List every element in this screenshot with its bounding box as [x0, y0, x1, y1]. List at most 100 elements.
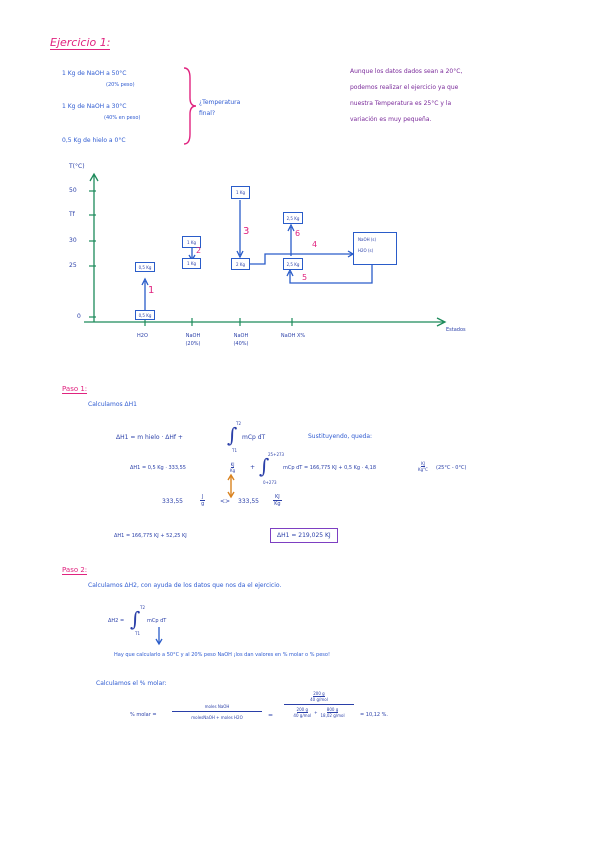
- step-label-6: 6: [295, 229, 301, 238]
- paso-2-eq1-integrand: mCp dT: [147, 618, 167, 624]
- molar-left: % molar =: [130, 712, 157, 718]
- paso-1-eq1-left: ΔH1 = m hielo · ΔHf +: [116, 434, 183, 441]
- frac-num-top: 200 g: [313, 691, 325, 697]
- curly-brace-icon: [183, 67, 197, 145]
- y-tick-50: 50: [69, 187, 77, 194]
- paso-1-eq2-integrand: mCp dT = 166,775 KJ + 0,5 Kg · 4,18: [283, 465, 377, 471]
- data-item-3: 0,5 Kg de hielo a 0°C: [62, 137, 126, 144]
- conv-left-value: 333,55: [162, 498, 183, 505]
- brace-note: ¿Temperatura final?: [199, 99, 241, 117]
- note-line-1: Aunque los datos dados sean a 20°C,: [350, 68, 463, 75]
- process-diagram: [84, 172, 447, 327]
- unit-den: Kg: [230, 468, 236, 473]
- frac-den-b-top: 800 g: [326, 707, 339, 713]
- frac-plus: +: [314, 710, 318, 715]
- frac-num-bot: 40 g/mol: [310, 697, 328, 702]
- y-tick-25: 25: [69, 262, 77, 269]
- paso-1-substituting: Sustituyendo, queda:: [308, 433, 373, 440]
- molar-den: molesNaOH + moles H2O: [191, 715, 243, 720]
- paso-1-result-box: ΔH1 = 219,025 KJ: [270, 528, 338, 543]
- paso-1-intro: Calculamos ΔH1: [88, 401, 137, 408]
- molar-eq-sign: =: [268, 712, 274, 719]
- integral-sign-icon: ∫: [259, 454, 270, 478]
- paso-2-heading: Paso 2:: [62, 566, 88, 575]
- paso-1-eq2-plus: +: [250, 464, 256, 471]
- conv-right-unit: KJ Kg: [273, 494, 282, 507]
- arrow-step-4: [250, 253, 352, 265]
- unit-num: KJ: [230, 462, 235, 468]
- paso-1-eq1-bottom: T1: [232, 448, 237, 453]
- state-box-mix-tf: 2,5 Kg: [283, 212, 303, 224]
- frac-den-a-top: 200 g: [296, 707, 308, 713]
- exercise-title: Ejercicio 1:: [50, 36, 111, 50]
- paso-2-calc-molar: Calculamos el % molar:: [96, 680, 167, 687]
- note-line-4: variación es muy pequeña.: [350, 116, 432, 123]
- data-item-2: 1 Kg de NaOH a 30°C: [62, 103, 127, 110]
- molar-compound-fraction: 200 g 40 g/mol 200 g 40 g/mol + 800 g 18…: [284, 691, 354, 718]
- y-axis-label: T(°C): [69, 163, 85, 170]
- x-tick-naoh-x: NaOH X%: [280, 333, 306, 339]
- paso-2-eq1-left: ΔH2 =: [108, 618, 125, 624]
- note-line-3: nuestra Temperatura es 25°C y la: [350, 100, 452, 107]
- state-box-water-25c: 0,5 Kg: [135, 262, 155, 272]
- paso-1-eq3: ΔH1 = 166,775 KJ + 52,25 KJ: [114, 533, 187, 539]
- data-item-2-note: (40% en peso): [104, 115, 141, 121]
- conv-left-unit: J g: [200, 494, 206, 507]
- paso-1-eq2-bottom: 0+273: [263, 480, 277, 485]
- unit-num: KJ: [273, 494, 282, 501]
- state-box-naoh40-30c: 1 Kg: [231, 186, 250, 199]
- data-item-1-note: (20% peso): [106, 82, 135, 88]
- data-item-1: 1 Kg de NaOH a 50°C: [62, 70, 127, 77]
- state-box-ice-0c: 0,5 Kg: [135, 310, 155, 320]
- x-tick-naoh-20: NaOH (20%): [185, 333, 201, 347]
- step-label-1: 1: [148, 285, 155, 296]
- integral-sign-icon: ∫: [130, 607, 141, 631]
- molar-num: moles NaOH: [172, 704, 262, 712]
- paso-1-eq2-tail: (25°C - 0°C): [436, 465, 467, 471]
- arrow-down-icon: [155, 627, 163, 646]
- y-tick-0: 0: [77, 313, 81, 320]
- paso-1-eq1-integrand: mCp dT: [242, 434, 266, 441]
- paso-2-eq1-top: T2: [140, 605, 145, 610]
- paso-1-heading: Paso 1:: [62, 385, 88, 394]
- state-box-mix-25c: 2,5 Kg: [283, 258, 303, 270]
- paso-1-eq2-unit: KJ Kg: [230, 462, 235, 473]
- conv-right-value: 333,55: [238, 498, 259, 505]
- state-box-naoh20-25c: 1 Kg: [182, 258, 201, 269]
- frac-den-b-bot: 18,02 g/mol: [320, 713, 345, 718]
- solid-h2o-label: H2O (s): [358, 248, 374, 253]
- paso-2-intro: Calculamos ΔH2, con ayuda de los datos q…: [88, 582, 282, 589]
- state-box-naoh20-50c: 1 Kg: [182, 236, 201, 248]
- paso-1-eq2-left: ΔH1 = 0,5 Kg · 333,55: [130, 465, 186, 471]
- paso-2-eq1-bottom: T1: [135, 631, 140, 636]
- double-arrow-icon: [227, 473, 235, 499]
- unit-den: Kg°C: [418, 467, 428, 472]
- molar-result: = 10,12 %.: [360, 712, 389, 718]
- step-label-3: 3: [243, 226, 250, 237]
- frac-den-a-bot: 40 g/mol: [293, 713, 312, 718]
- x-tick-naoh-40: NaOH (40%): [233, 333, 249, 347]
- integral-sign-icon: ∫: [227, 423, 238, 447]
- unit-den: Kg: [274, 501, 281, 507]
- solid-naoh-label: NaOH (s): [358, 237, 377, 242]
- step-label-4: 4: [312, 240, 318, 249]
- step-label-2: 2: [196, 246, 202, 255]
- unit-den: g: [201, 501, 205, 507]
- x-tick-h2o: H2O: [137, 333, 148, 339]
- solid-state-box: NaOH (s) H2O (s): [353, 232, 397, 265]
- note-line-2: podemos realizar el ejercicio ya que: [350, 84, 459, 91]
- conv-mid: <>: [220, 498, 231, 505]
- arrow-step-5: [289, 265, 373, 284]
- y-tick-30: 30: [69, 237, 77, 244]
- molar-fraction: moles NaOH molesNaOH + moles H2O: [172, 704, 262, 720]
- step-label-5: 5: [302, 273, 308, 282]
- paso-1-eq2-unit-2: KJ Kg°C: [418, 461, 428, 472]
- y-tick-tf: Tf: [69, 211, 75, 218]
- state-box-naoh40-25c: 2 Kg: [231, 258, 250, 270]
- paso-1-eq1-top: T2: [236, 421, 241, 426]
- paso-2-note: Hay que calcularlo a 50°C y al 20% peso …: [114, 652, 330, 658]
- unit-num: KJ: [421, 461, 425, 467]
- x-axis-label: Estados: [446, 327, 466, 333]
- paso-1-eq2-top: 25+273: [268, 452, 285, 457]
- unit-num: J: [200, 494, 206, 501]
